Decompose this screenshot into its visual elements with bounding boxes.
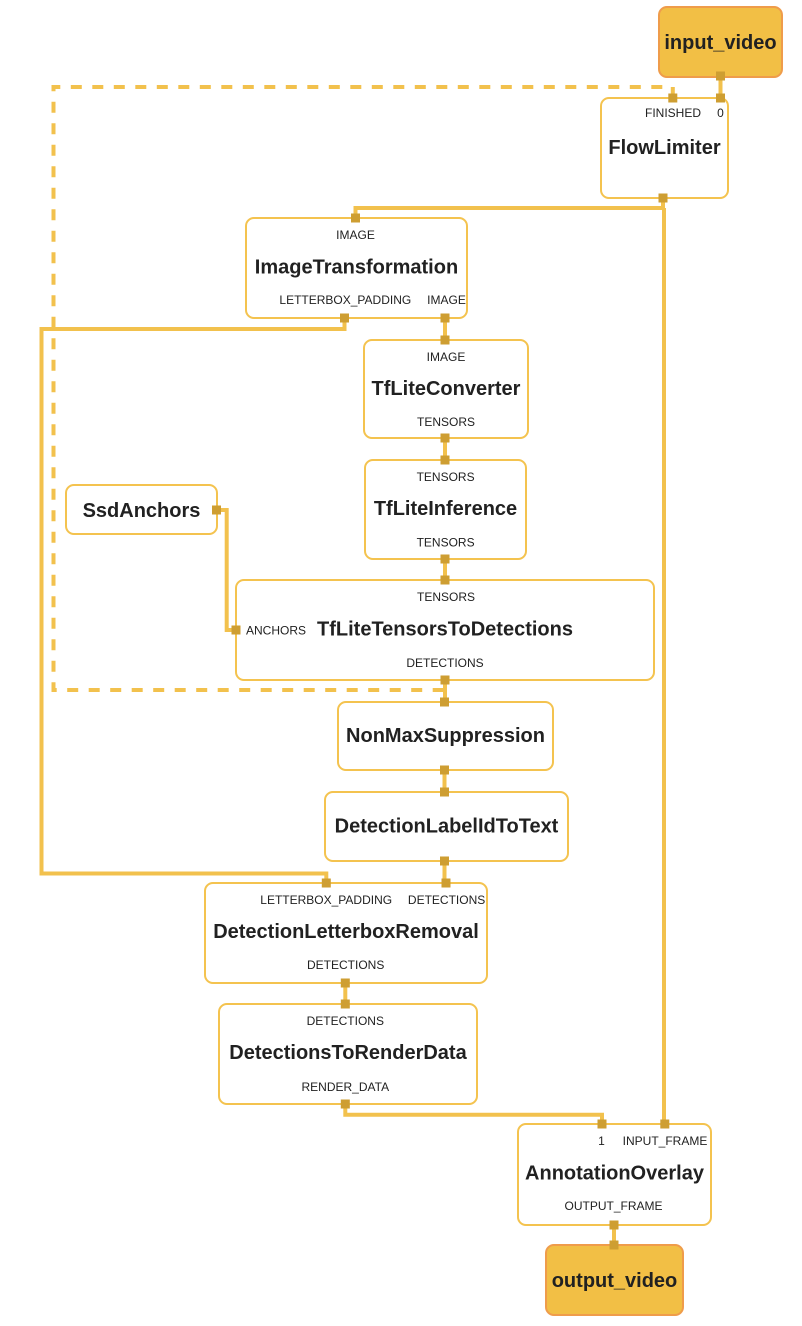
svg-text:DetectionLetterboxRemoval: DetectionLetterboxRemoval	[213, 921, 479, 943]
svg-text:TENSORS: TENSORS	[417, 590, 475, 604]
svg-text:IMAGE: IMAGE	[336, 228, 375, 242]
svg-text:TfLiteTensorsToDetections: TfLiteTensorsToDetections	[317, 619, 573, 641]
svg-text:DetectionsToRenderData: DetectionsToRenderData	[229, 1042, 467, 1064]
svg-text:DetectionLabelIdToText: DetectionLabelIdToText	[335, 816, 559, 838]
svg-text:LETTERBOX_PADDING: LETTERBOX_PADDING	[260, 893, 392, 907]
svg-text:DETECTIONS: DETECTIONS	[406, 656, 483, 670]
svg-text:AnnotationOverlay: AnnotationOverlay	[525, 1163, 705, 1185]
svg-text:0: 0	[717, 106, 724, 120]
svg-text:OUTPUT_FRAME: OUTPUT_FRAME	[564, 1199, 662, 1213]
svg-text:SsdAnchors: SsdAnchors	[83, 500, 201, 522]
svg-text:DETECTIONS: DETECTIONS	[307, 958, 384, 972]
svg-text:input_video: input_video	[664, 32, 776, 54]
svg-text:TENSORS: TENSORS	[417, 536, 475, 550]
svg-text:ImageTransformation: ImageTransformation	[255, 257, 458, 279]
svg-text:TENSORS: TENSORS	[417, 415, 475, 429]
svg-text:ANCHORS: ANCHORS	[246, 624, 306, 638]
svg-text:TENSORS: TENSORS	[417, 470, 475, 484]
svg-text:DETECTIONS: DETECTIONS	[307, 1014, 384, 1028]
svg-text:LETTERBOX_PADDING: LETTERBOX_PADDING	[279, 293, 411, 307]
svg-text:TfLiteConverter: TfLiteConverter	[372, 378, 521, 400]
svg-text:FINISHED: FINISHED	[645, 106, 701, 120]
svg-text:TfLiteInference: TfLiteInference	[374, 498, 517, 520]
svg-text:output_video: output_video	[552, 1270, 678, 1292]
svg-text:DETECTIONS: DETECTIONS	[408, 893, 485, 907]
svg-text:NonMaxSuppression: NonMaxSuppression	[346, 725, 545, 747]
svg-text:INPUT_FRAME: INPUT_FRAME	[623, 1134, 708, 1148]
svg-text:IMAGE: IMAGE	[427, 350, 466, 364]
svg-text:IMAGE: IMAGE	[427, 293, 466, 307]
svg-text:1: 1	[598, 1134, 605, 1148]
svg-text:FlowLimiter: FlowLimiter	[608, 137, 720, 159]
svg-text:RENDER_DATA: RENDER_DATA	[302, 1080, 390, 1094]
